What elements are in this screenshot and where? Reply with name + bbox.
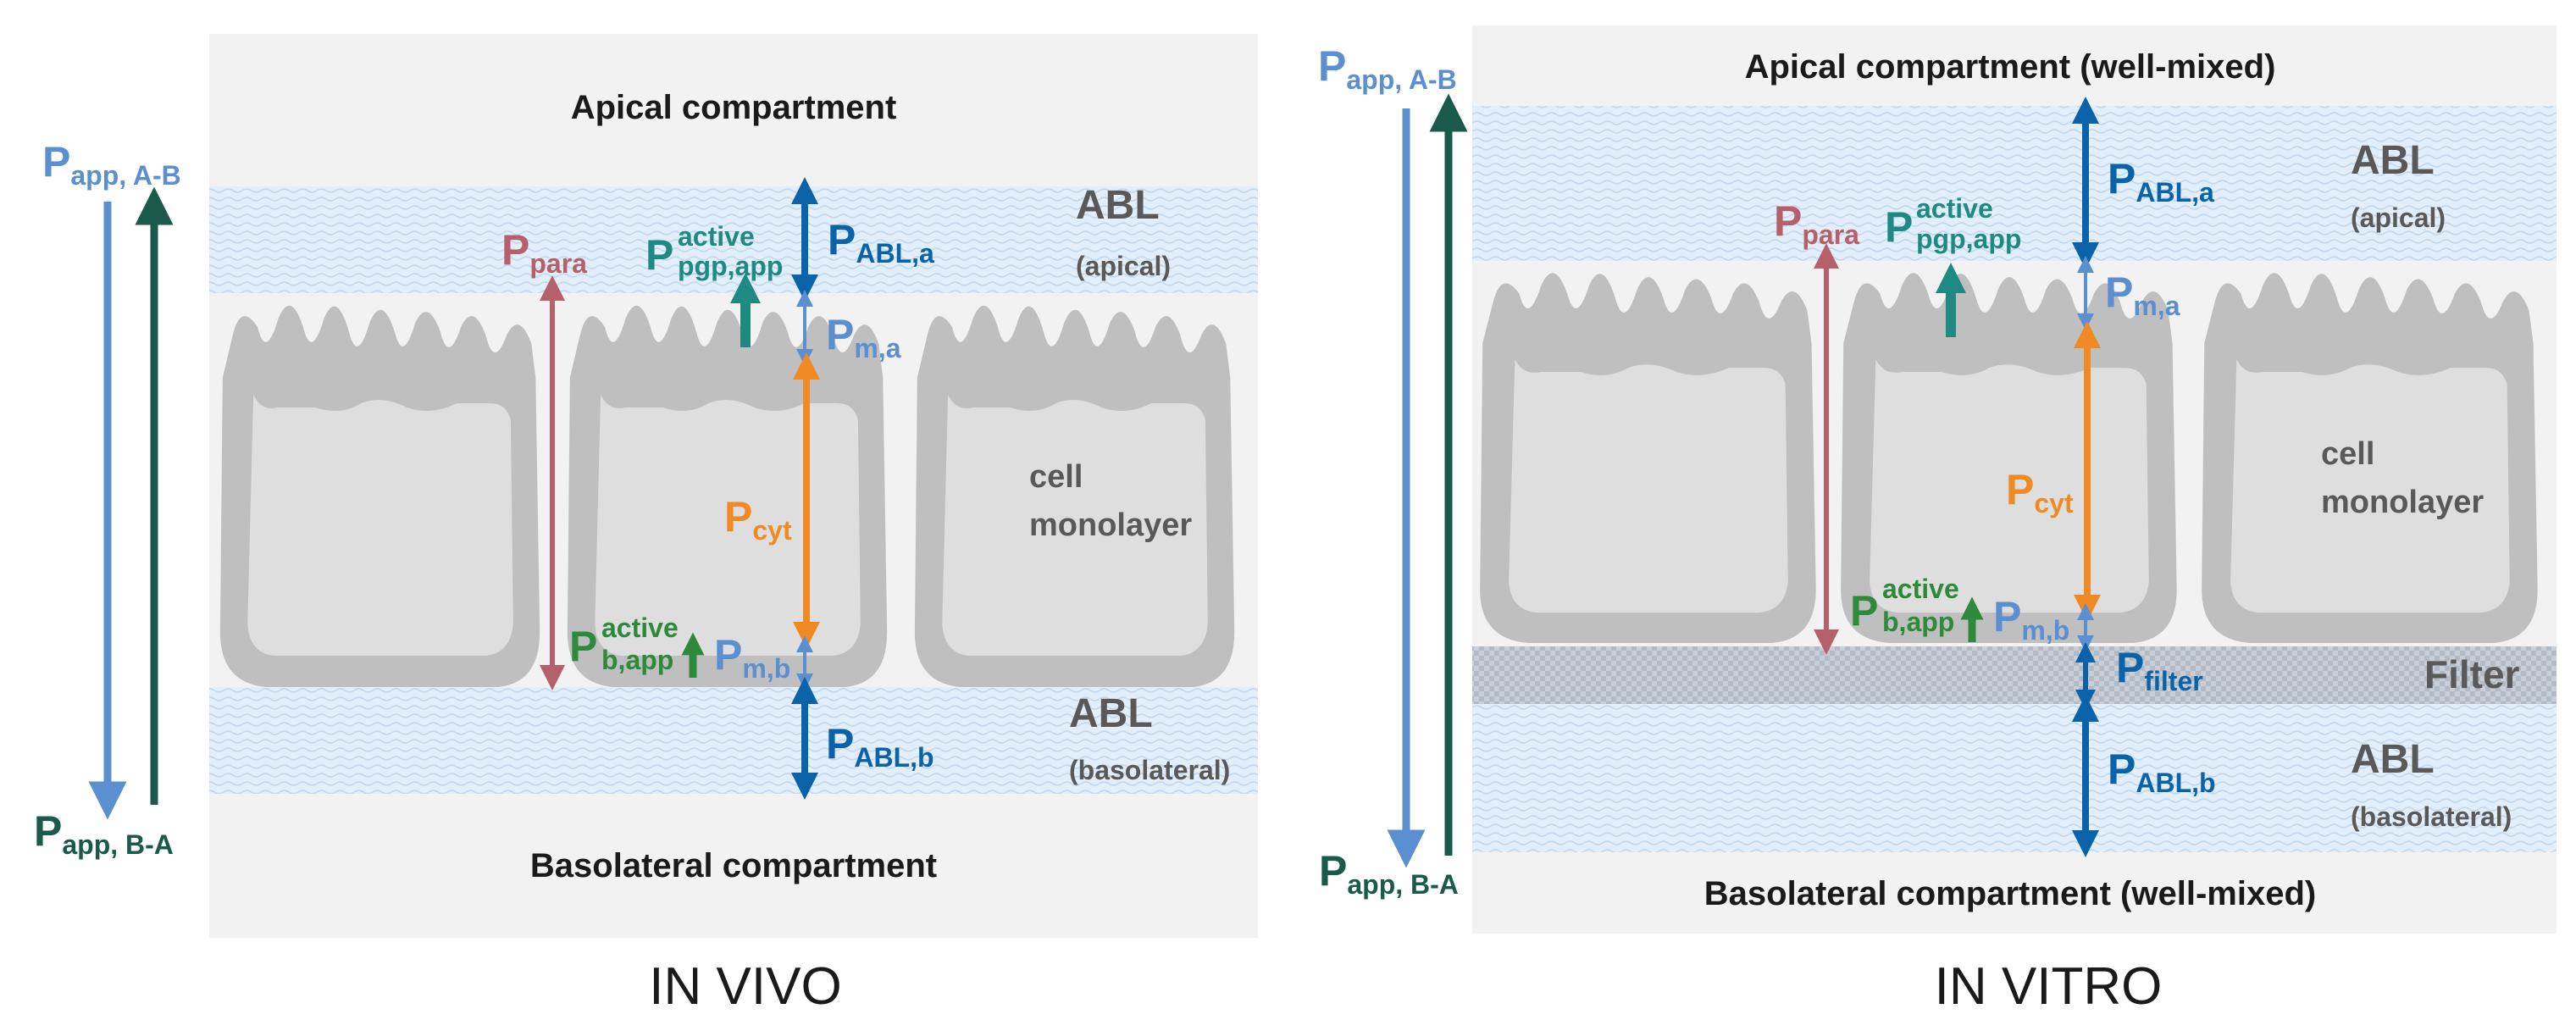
abl-basolateral-band bbox=[209, 687, 1258, 794]
basolateral-compartment-bg bbox=[209, 794, 1258, 938]
cell-left-vitro bbox=[1480, 273, 1816, 644]
papp-ab-label-vitro: Papp, A-B bbox=[1318, 42, 1457, 95]
abl-apical-sub-vitro: (apical) bbox=[2351, 202, 2446, 233]
pcyt-label: Pcyt bbox=[724, 493, 792, 546]
pactive-b-sup-vitro: active bbox=[1882, 574, 1959, 604]
apical-compartment-bg bbox=[209, 34, 1258, 186]
cell-monolayer-label-2-vitro: monolayer bbox=[2321, 485, 2484, 520]
abl-basolateral-sub-vitro: (basolateral) bbox=[2351, 801, 2512, 832]
cell-monolayer-label-1-vitro: cell bbox=[2321, 436, 2374, 472]
apical-compartment-bg-vitro bbox=[1472, 25, 2557, 106]
pactive-b-sub-vitro: b,app bbox=[1882, 607, 1954, 637]
pactive-pgp-sub: pgp,app bbox=[678, 251, 783, 281]
pm-a-label: Pm,a bbox=[826, 311, 901, 363]
cell-monolayer-label-1: cell bbox=[1029, 459, 1083, 495]
papp-ab-label: Papp, A-B bbox=[42, 138, 181, 191]
basolateral-compartment-label-vitro: Basolateral compartment (well-mixed) bbox=[1704, 875, 2316, 912]
abl-basolateral-band-vitro bbox=[1472, 704, 2557, 852]
abl-apical-label: ABL bbox=[1076, 183, 1160, 228]
in-vivo-panel: Apical compartment Basolateral compartme… bbox=[34, 34, 1258, 1016]
pfilter-label: Pfilter bbox=[2116, 644, 2203, 696]
ppara-label: Ppara bbox=[501, 226, 587, 279]
cell-right bbox=[914, 305, 1235, 687]
abl-basolateral-label-vitro: ABL bbox=[2351, 737, 2435, 782]
pabl-a-label-vitro: PABL,a bbox=[2108, 155, 2214, 208]
pactive-pgp-label: P bbox=[645, 231, 673, 279]
pabl-b-label-vitro: PABL,b bbox=[2108, 746, 2216, 798]
pactive-b-label-vitro: P bbox=[1850, 587, 1878, 635]
abl-basolateral-label: ABL bbox=[1069, 691, 1153, 736]
in-vivo-caption: IN VIVO bbox=[649, 957, 841, 1016]
abl-apical-band-vitro bbox=[1472, 106, 2557, 261]
pcyt-label-vitro: Pcyt bbox=[2006, 466, 2074, 518]
pactive-pgp-sub-vitro: pgp,app bbox=[1916, 224, 2021, 254]
filter-band bbox=[1472, 646, 2557, 704]
pactive-b-sup: active bbox=[601, 613, 679, 643]
basolateral-compartment-label: Basolateral compartment bbox=[530, 847, 937, 884]
pactive-b-label: P bbox=[569, 623, 597, 670]
in-vitro-panel: Apical compartment (well-mixed) Basolate… bbox=[1318, 25, 2557, 1016]
pactive-pgp-sup-vitro: active bbox=[1916, 193, 1993, 224]
in-vitro-caption: IN VITRO bbox=[1935, 957, 2163, 1016]
papp-ba-label: Papp, B-A bbox=[34, 807, 174, 860]
abl-apical-sub: (apical) bbox=[1076, 251, 1171, 281]
pactive-pgp-sup: active bbox=[678, 221, 755, 252]
pactive-b-sub: b,app bbox=[601, 645, 673, 675]
filter-label: Filter bbox=[2424, 652, 2520, 696]
pm-b-label: Pm,b bbox=[714, 631, 790, 684]
apical-compartment-label: Apical compartment bbox=[571, 89, 897, 126]
basolateral-compartment-bg-vitro bbox=[1472, 852, 2557, 934]
cell-left bbox=[219, 305, 540, 687]
pm-a-label-vitro: Pm,a bbox=[2105, 269, 2180, 321]
pabl-b-label: PABL,b bbox=[826, 720, 934, 773]
abl-apical-label-vitro: ABL bbox=[2351, 138, 2435, 183]
pm-b-label-vitro: Pm,b bbox=[1993, 593, 2069, 646]
cell-monolayer-label-2: monolayer bbox=[1029, 507, 1192, 543]
ppara-label-vitro: Ppara bbox=[1774, 197, 1859, 250]
apical-compartment-label-vitro: Apical compartment (well-mixed) bbox=[1745, 48, 2276, 86]
pabl-a-label: PABL,a bbox=[828, 216, 934, 269]
abl-basolateral-sub: (basolateral) bbox=[1069, 755, 1230, 785]
pactive-pgp-label-vitro: P bbox=[1885, 203, 1913, 251]
papp-ba-label-vitro: Papp, B-A bbox=[1319, 847, 1459, 900]
